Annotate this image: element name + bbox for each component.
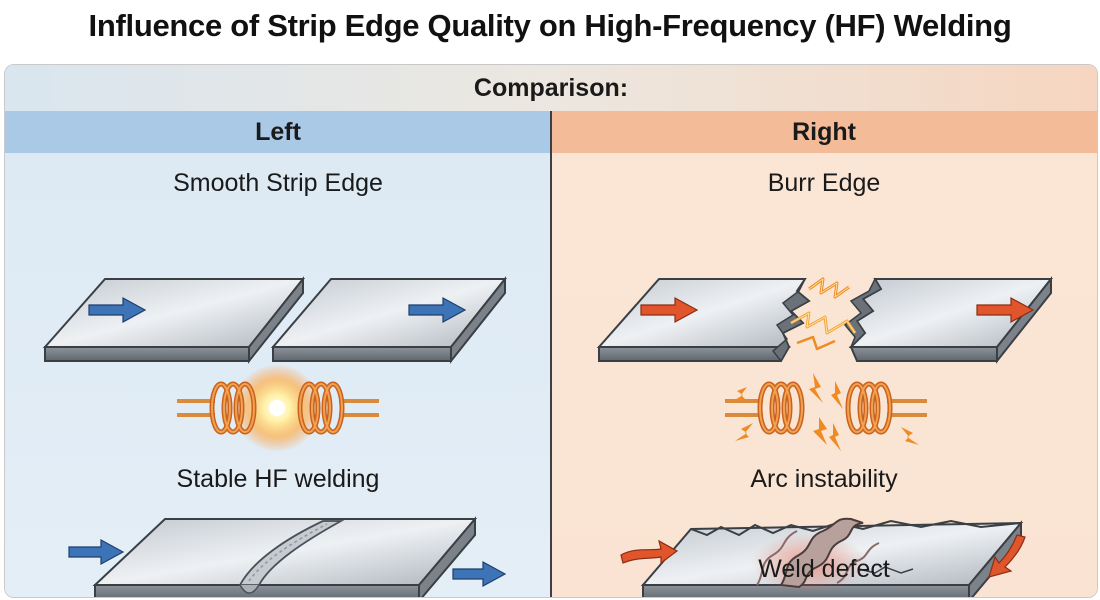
weld-seam-icon [238, 520, 345, 594]
left-strip-2 [270, 276, 508, 364]
induction-coil-icon [725, 381, 927, 435]
left-panel: Left Smooth Strip Edge [5, 111, 551, 597]
right-strip-1 [596, 278, 811, 363]
right-process-label: Arc instability [750, 465, 898, 493]
induction-coil-icon [177, 364, 379, 452]
arrow-icon [640, 296, 1035, 324]
left-process-label: Stable HF welding [176, 465, 380, 493]
left-illustration [42, 276, 508, 597]
panel-divider [550, 111, 552, 597]
right-illustration [596, 276, 1054, 597]
spark-icon [733, 373, 919, 451]
right-subtitle: Burr Edge [767, 169, 881, 197]
weld-seam-icon [751, 517, 914, 593]
arrow-icon [88, 296, 467, 324]
arrow-icon [68, 538, 507, 588]
spark-icon [790, 277, 857, 351]
left-panel-header: Left [5, 111, 551, 153]
right-strip-2 [843, 276, 1054, 364]
left-strip-1 [42, 276, 306, 364]
left-subtitle: Smooth Strip Edge [173, 169, 383, 197]
right-result-label: Weld defect [758, 555, 890, 583]
comparison-label: Comparison: [5, 65, 1097, 111]
page-title: Influence of Strip Edge Quality on High-… [88, 8, 1012, 43]
right-panel: Right Burr Edge [551, 111, 1097, 597]
arrow-icon [620, 534, 1026, 578]
comparison-frame: Comparison: Left Smooth Strip Edge [4, 64, 1098, 598]
right-panel-header: Right [551, 111, 1097, 153]
